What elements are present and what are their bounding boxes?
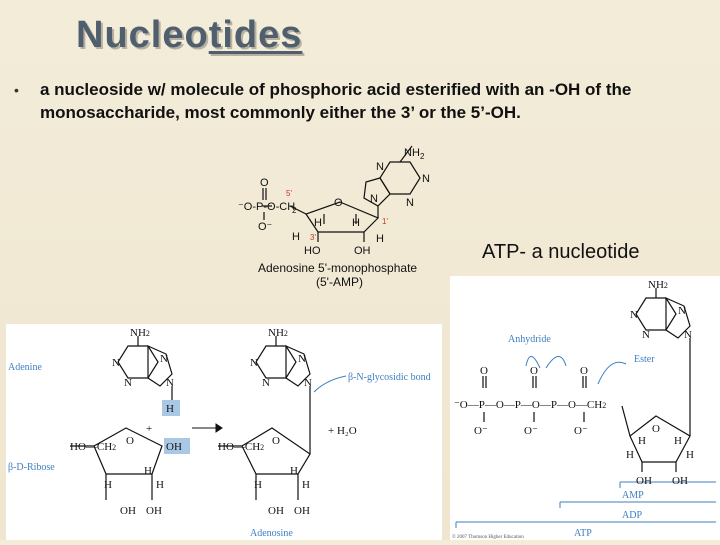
- svg-text:N: N: [250, 357, 258, 369]
- svg-text:N: N: [406, 197, 414, 209]
- label-1prime: 1': [382, 217, 388, 226]
- copyright-text: © 2007 Thomson Higher Education: [452, 534, 524, 540]
- amp-bracket-label: AMP: [622, 490, 644, 501]
- svg-text:⁻O-P-O-CH: ⁻O-P-O-CH: [238, 201, 295, 213]
- svg-text:H: H: [144, 465, 152, 477]
- svg-text:O: O: [480, 365, 488, 377]
- svg-text:O: O: [334, 197, 343, 209]
- svg-text:N: N: [376, 161, 384, 173]
- ester-label: Ester: [634, 354, 655, 365]
- svg-text:HO: HO: [304, 245, 321, 257]
- svg-text:O: O: [530, 365, 538, 377]
- title-underlined: tides: [208, 14, 303, 56]
- svg-text:O: O: [580, 365, 588, 377]
- svg-text:O: O: [652, 423, 660, 435]
- svg-text:H: H: [292, 231, 300, 243]
- svg-text:2: 2: [292, 206, 297, 215]
- svg-text:N: N: [304, 377, 312, 389]
- svg-text:O⁻: O⁻: [524, 425, 538, 437]
- svg-text:O⁻: O⁻: [574, 425, 588, 437]
- svg-text:O: O: [260, 177, 269, 189]
- svg-text:OH: OH: [636, 475, 652, 487]
- svg-text:OH: OH: [146, 505, 162, 517]
- svg-text:O⁻: O⁻: [258, 221, 273, 233]
- svg-text:H: H: [626, 449, 634, 461]
- svg-text:O⁻: O⁻: [474, 425, 488, 437]
- svg-text:OH: OH: [354, 245, 371, 257]
- svg-text:OH: OH: [120, 505, 136, 517]
- ribose-label: β-D-Ribose: [8, 462, 55, 473]
- svg-text:H: H: [376, 233, 384, 245]
- svg-text:N: N: [112, 357, 120, 369]
- svg-text:⁻O—P—O—P—O—P—O—CH2: ⁻O—P—O—P—O—P—O—CH2: [454, 399, 606, 411]
- svg-text:H: H: [674, 435, 682, 447]
- svg-text:H: H: [290, 465, 298, 477]
- svg-text:H: H: [686, 449, 694, 461]
- svg-text:H: H: [104, 479, 112, 491]
- svg-text:NH2: NH2: [130, 327, 150, 339]
- svg-text:OH: OH: [672, 475, 688, 487]
- svg-text:H: H: [254, 479, 262, 491]
- svg-text:H: H: [638, 435, 646, 447]
- amp-caption-line2: (5'-AMP): [316, 275, 363, 289]
- bullet-text: a nucleoside w/ molecule of phosphoric a…: [40, 80, 632, 122]
- svg-text:2: 2: [420, 152, 425, 161]
- svg-text:NH: NH: [404, 147, 420, 159]
- product-label: Adenosine: [250, 528, 293, 539]
- water-label: + H₂O: [328, 425, 357, 437]
- atp-title: ATP- a nucleotide: [482, 241, 640, 263]
- svg-text:O: O: [126, 435, 134, 447]
- svg-text:N: N: [298, 353, 306, 365]
- svg-text:HO—CH2: HO—CH2: [70, 441, 116, 453]
- oh-box-label: OH: [166, 441, 182, 453]
- svg-text:HO—CH2: HO—CH2: [218, 441, 264, 453]
- svg-text:N: N: [422, 173, 430, 185]
- svg-text:N: N: [124, 377, 132, 389]
- svg-text:NH2: NH2: [268, 327, 288, 339]
- adenine-label: Adenine: [8, 362, 42, 373]
- plus-sign: +: [146, 423, 152, 435]
- svg-text:N: N: [684, 329, 692, 341]
- svg-text:N: N: [370, 193, 378, 205]
- svg-text:N: N: [262, 377, 270, 389]
- svg-text:H: H: [156, 479, 164, 491]
- amp-structure-figure: NH 2 N N N N O ⁻O-P-O-CH 2 O⁻ O H H H H …: [238, 145, 430, 289]
- anhydride-label: Anhydride: [508, 334, 551, 345]
- svg-text:H: H: [314, 217, 322, 229]
- h-box-label: H: [166, 403, 174, 415]
- bullet-icon: •: [14, 82, 19, 98]
- label-5prime: 5': [286, 189, 292, 198]
- label-3prime: 3': [310, 233, 316, 242]
- glycosidic-bond-label: β-N-glycosidic bond: [348, 372, 431, 383]
- atp-bracket-label: ATP: [574, 528, 592, 539]
- svg-text:OH: OH: [268, 505, 284, 517]
- svg-text:H: H: [302, 479, 310, 491]
- svg-text:H: H: [352, 217, 360, 229]
- svg-text:O: O: [272, 435, 280, 447]
- svg-text:N: N: [678, 305, 686, 317]
- svg-text:N: N: [160, 353, 168, 365]
- svg-text:NH2: NH2: [648, 279, 668, 291]
- slide-title: Nucleotides: [76, 14, 302, 57]
- svg-text:OH: OH: [294, 505, 310, 517]
- adp-bracket-label: ADP: [622, 510, 642, 521]
- amp-caption-line1: Adenosine 5'-monophosphate: [258, 261, 417, 275]
- svg-text:N: N: [642, 329, 650, 341]
- title-prefix: Nucleo: [76, 14, 209, 56]
- svg-text:N: N: [166, 377, 174, 389]
- svg-text:N: N: [630, 309, 638, 321]
